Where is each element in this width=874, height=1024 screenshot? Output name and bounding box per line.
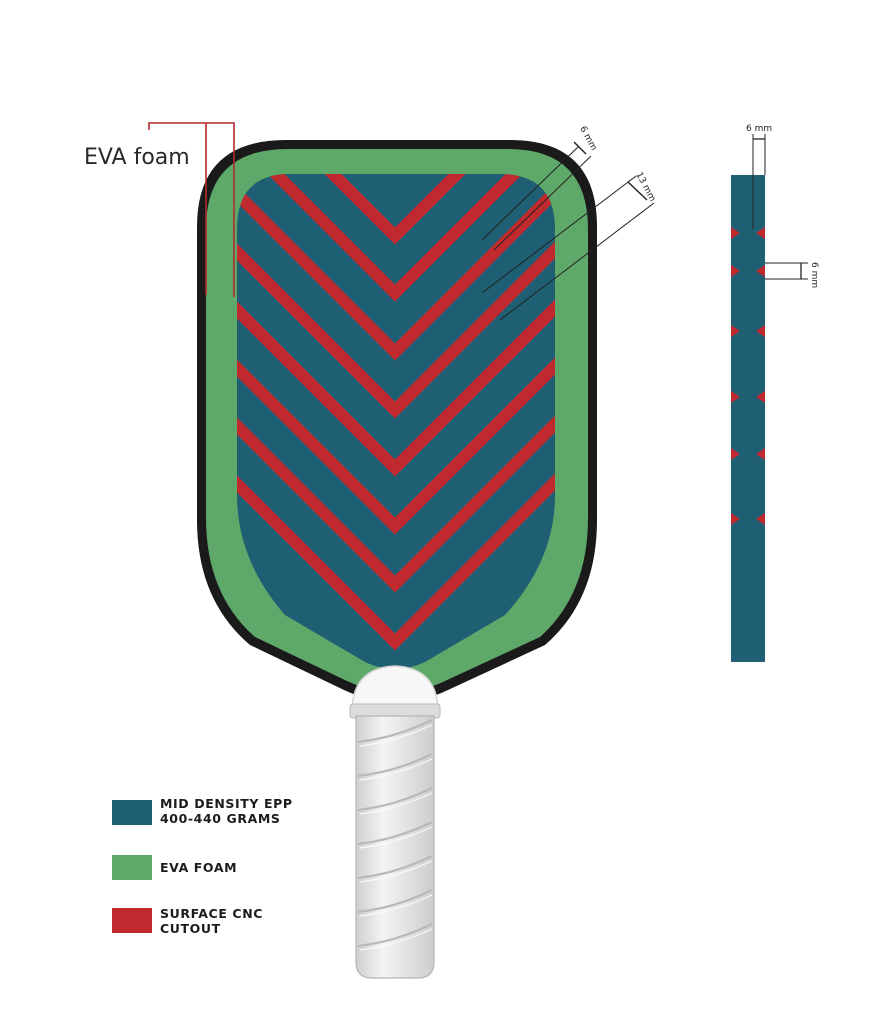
grip-wrap-highlight (359, 758, 433, 781)
side-cnc-notch (731, 227, 740, 239)
side-cnc-notch (731, 391, 740, 403)
side-core (731, 175, 765, 662)
handle-grip-icon (355, 715, 435, 979)
legend-swatch-cnc (112, 908, 152, 933)
legend: MID DENSITY EPP 400-440 GRAMS EVA FOAM S… (112, 796, 293, 936)
side-dimensions (752, 134, 808, 280)
grip-wrap-line (357, 821, 433, 846)
cnc-chevron-stripe (237, 374, 555, 593)
side-cnc-notch (756, 391, 765, 403)
eva-callout: EVA foam (84, 122, 235, 297)
grip-wrap-line (357, 719, 433, 744)
grip-wrap-line (357, 923, 433, 948)
legend-cnc-line1: SURFACE CNC (160, 906, 263, 921)
grip-wrap-highlight (359, 792, 433, 815)
grip-wrap-line (357, 855, 433, 880)
epp-core (237, 174, 555, 669)
side-cnc-notch (756, 265, 765, 277)
legend-swatch-epp (112, 800, 152, 825)
cnc-cutout-chevrons (237, 174, 555, 651)
legend-epp-line2: 400-440 GRAMS (160, 811, 281, 826)
grip-wrap-lines (357, 719, 433, 951)
grip-wrap-highlight (359, 826, 433, 849)
side-cnc-notch (756, 513, 765, 525)
grip-wrap-highlight (359, 894, 433, 917)
callout-label: EVA foam (84, 145, 190, 170)
grip-wrap-highlight (359, 724, 433, 747)
side-top-label: 6 mm (746, 124, 772, 134)
cnc-chevron-stripe (237, 174, 555, 302)
throat-cap (351, 665, 439, 713)
grip-wrap-line (357, 889, 433, 914)
paddle-face (197, 140, 597, 703)
side-cnc-notch (756, 448, 765, 460)
paddle-handle (349, 665, 441, 979)
cnc-chevron-stripe (237, 316, 555, 535)
side-profile (731, 175, 765, 662)
grip-wrap-line (357, 787, 433, 812)
cnc-chevron-stripe (237, 432, 555, 651)
side-cnc-notches (731, 227, 765, 525)
side-cnc-notch (731, 325, 740, 337)
cnc-chevron-stripe (237, 258, 555, 477)
grip-wrap-line (357, 753, 433, 778)
grip-wrap-highlight (359, 860, 433, 883)
cnc-chevron-stripe (237, 174, 555, 245)
side-cnc-notch (731, 448, 740, 460)
legend-cnc-line2: CUTOUT (160, 921, 221, 936)
legend-epp-line1: MID DENSITY EPP (160, 796, 293, 811)
cnc-chevron-stripe (237, 200, 555, 419)
side-cnc-notch (756, 325, 765, 337)
cnc-chevron-stripe (237, 174, 555, 361)
grip-wrap-highlight (359, 928, 433, 951)
legend-swatch-eva (112, 855, 152, 880)
side-cnc-notch (731, 513, 740, 525)
callout-leader-1 (148, 122, 235, 297)
side-notch-label: 6 mm (809, 262, 819, 288)
dim-arrow-6mm (573, 141, 587, 155)
legend-eva-line1: EVA FOAM (160, 860, 237, 875)
face-dimensions (481, 141, 655, 321)
side-cnc-notch (756, 227, 765, 239)
dim-arrow-13mm (627, 181, 648, 201)
side-cnc-notch (731, 265, 740, 277)
